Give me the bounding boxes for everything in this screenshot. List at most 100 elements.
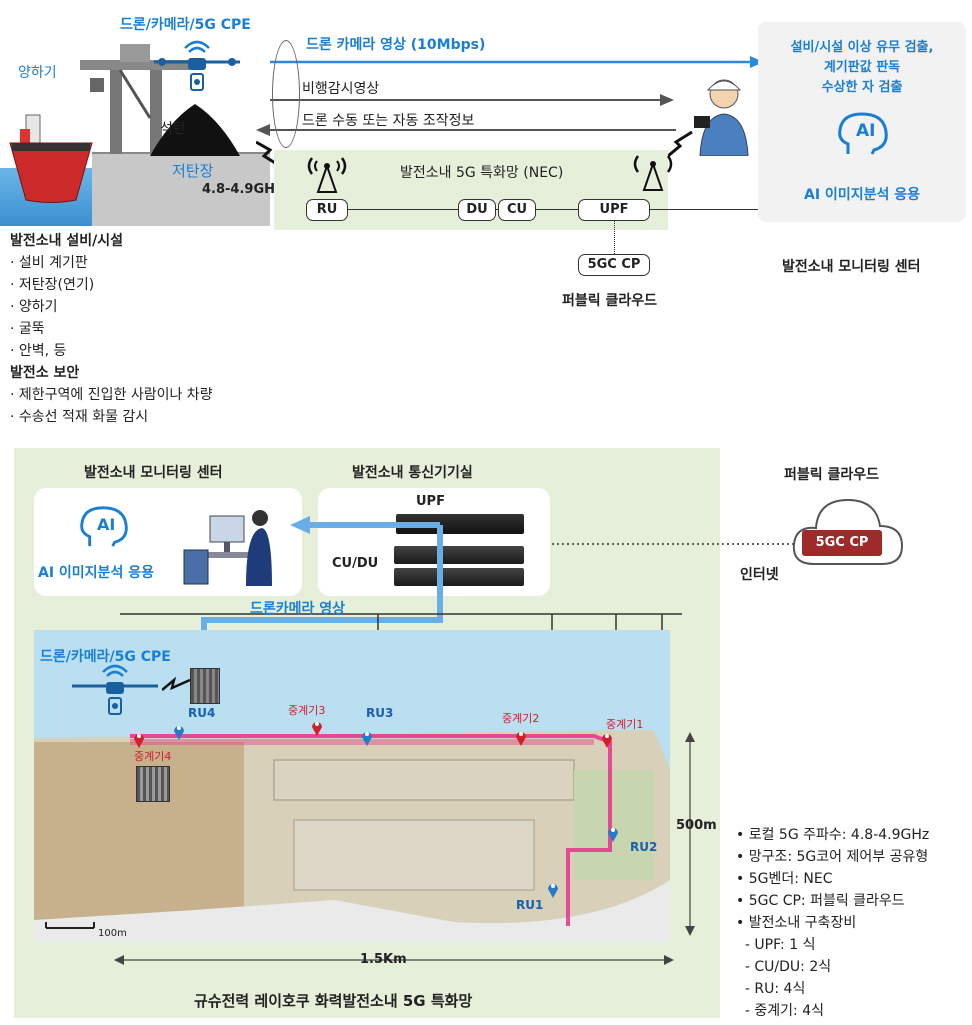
repeater3-pin-icon — [312, 722, 322, 736]
spec-item: • 로컬 5G 주파수: 4.8-4.9GHz — [736, 827, 930, 843]
ai-head-icon-bottom — [80, 506, 128, 547]
ue-antenna-icon — [633, 155, 673, 191]
arrow-label-monitoring: 비행감시영상 — [302, 81, 380, 97]
backhaul-line — [340, 209, 758, 210]
repeater2-pin-icon — [516, 732, 526, 746]
spec-item: • 발전소내 구축장비 — [736, 915, 857, 931]
facility-item: · 안벽, 등 — [10, 343, 67, 359]
facilities-list: 발전소내 설비/시설 · 설비 계기판 · 저탄장(연기) · 양하기 · 굴뚝… — [10, 230, 213, 428]
dim-500m-label: 500m — [676, 818, 717, 833]
ai-panel-line3: 수상한 자 검출 — [821, 80, 903, 95]
operator-icon — [694, 79, 749, 156]
dimension-arrows — [114, 732, 695, 965]
upf-equipment-label: UPF — [416, 494, 445, 509]
public-cloud-label: 퍼블릭 클라우드 — [562, 293, 658, 309]
quay — [92, 152, 270, 226]
facility-item: · 저탄장(연기) — [10, 277, 95, 293]
security-item: · 제한구역에 진입한 사람이나 차량 — [10, 387, 213, 403]
repeater3-label: 중계기3 — [288, 704, 326, 717]
ai-panel-line2: 계기판값 판독 — [823, 60, 901, 75]
drone-video-label: 드론카메라 영상 — [250, 601, 346, 617]
facility-item: · 양하기 — [10, 299, 58, 315]
bottom-caption: 규슈전력 레이호쿠 화력발전소내 5G 특화망 — [194, 992, 473, 1010]
cudu-equipment-label: CU/DU — [332, 556, 379, 571]
spec-item: - RU: 4식 — [736, 981, 806, 997]
ai-panel-line1: 설비/시설 이상 유무 검출, — [790, 40, 934, 55]
ai-app-label: AI 이미지분석 응용 — [804, 187, 920, 203]
node-5gc-cp: 5GC CP — [578, 254, 650, 276]
cudu-server-icon-2 — [394, 568, 524, 586]
cloud-5gc-cp: 5GC CP — [802, 530, 882, 556]
unload-label: 양하기 — [18, 65, 57, 81]
cp-link-dotted — [614, 220, 615, 254]
facility-item: · 굴뚝 — [10, 321, 45, 337]
monitoring-title: 발전소내 모니터링 센터 — [84, 465, 223, 481]
ai-head-text: AI — [856, 121, 876, 141]
repeater1-pin-icon — [602, 734, 612, 748]
ru2-pin-icon — [608, 828, 618, 842]
spec-item: - UPF: 1 식 — [736, 937, 816, 953]
spec-item: - CU/DU: 2식 — [736, 959, 832, 975]
security-heading: 발전소 보안 — [10, 365, 80, 381]
ai-analysis-panel — [758, 22, 966, 222]
ship-icon — [9, 114, 93, 203]
node-cu: CU — [498, 199, 536, 221]
drone-icon — [154, 40, 240, 91]
cloud-title: 퍼블릭 클라우드 — [784, 467, 880, 483]
drone-label: 드론/카메라/5G CPE — [120, 17, 251, 33]
ru3-pin-icon — [362, 732, 372, 746]
repeater1-label: 중계기1 — [606, 718, 644, 731]
spec-item: - 중계기: 4식 — [736, 1003, 824, 1019]
dim-15km-label: 1.5Km — [360, 952, 407, 967]
map-drone-icon — [72, 664, 158, 715]
comm-room-title: 발전소내 통신기기실 — [352, 465, 473, 481]
spec-item: • 망구조: 5G코어 제어부 공유형 — [736, 849, 929, 865]
network-title: 발전소내 5G 특화망 (NEC) — [400, 165, 564, 181]
repeater2-label: 중계기2 — [502, 712, 540, 725]
specs-list: • 로컬 5G 주파수: 4.8-4.9GHz • 망구조: 5G코어 제어부 … — [736, 824, 929, 1022]
ai-app-label-bottom: AI 이미지분석 응용 — [38, 565, 154, 581]
scale-100m-label: 100m — [98, 928, 127, 939]
node-ru: RU — [306, 199, 348, 221]
arrow-label-drone-video: 드론 카메라 영상 (10Mbps) — [306, 37, 486, 53]
arrow-label-control: 드론 수동 또는 자동 조작정보 — [302, 113, 475, 129]
spec-item: • 5G벤더: NEC — [736, 871, 833, 887]
repeater4-equipment-icon — [136, 766, 170, 802]
coal-yard-label: 저탄장 — [172, 162, 214, 180]
arrow-bundle-ellipse — [272, 40, 300, 148]
upf-server-icon — [396, 514, 524, 534]
radio-link-icon-2 — [668, 130, 693, 158]
map-drone-label: 드론/카메라/5G CPE — [40, 649, 171, 665]
facilities-heading: 발전소내 설비/시설 — [10, 233, 124, 249]
ru2-label: RU2 — [630, 840, 658, 854]
monitoring-center-label: 발전소내 모니터링 센터 — [782, 259, 921, 275]
ru4-pin-icon — [174, 726, 184, 740]
coal-label: 석탄 — [160, 121, 186, 137]
ru4-equipment-icon — [190, 668, 220, 704]
operator-workstation-icon — [183, 510, 272, 586]
ai-head-text-bottom: AI — [97, 515, 116, 534]
ru-antenna-icon — [307, 157, 347, 193]
flow-arrows — [256, 56, 764, 136]
coal-pile-icon — [150, 104, 240, 156]
repeater4-pin-icon — [134, 734, 144, 748]
ru1-pin-icon — [548, 884, 558, 898]
cudu-server-icon-1 — [394, 546, 524, 564]
repeater4-label: 중계기4 — [134, 750, 172, 763]
unloader-crane-icon — [80, 44, 190, 154]
ru4-label: RU4 — [188, 706, 216, 720]
map-radio-link-icon — [162, 676, 191, 691]
radio-link-icon — [256, 140, 281, 168]
ai-head-icon — [838, 112, 888, 155]
internet-label: 인터넷 — [740, 567, 779, 583]
ru1-label: RU1 — [516, 898, 544, 912]
plant-map — [34, 630, 670, 942]
security-item: · 수송선 적재 화물 감시 — [10, 409, 149, 425]
node-upf: UPF — [578, 199, 650, 221]
ru3-label: RU3 — [366, 706, 394, 720]
spec-item: • 5GC CP: 퍼블릭 클라우드 — [736, 893, 905, 909]
facility-item: · 설비 계기판 — [10, 255, 88, 271]
node-du: DU — [458, 199, 496, 221]
plant-map-graphic — [34, 730, 670, 942]
freq-label: 4.8-4.9GHz — [202, 182, 283, 197]
